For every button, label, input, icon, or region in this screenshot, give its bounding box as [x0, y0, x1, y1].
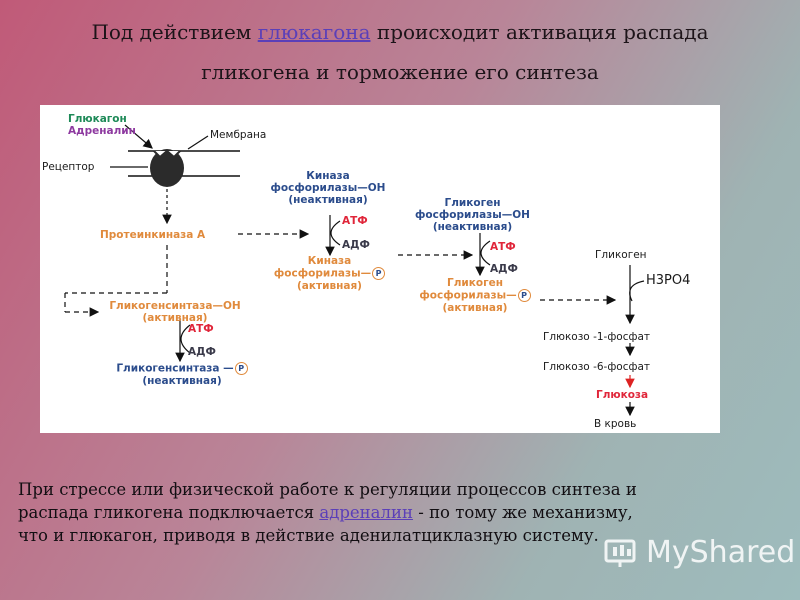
kinase-active: Киназа фосфорилазы—P (активная) — [262, 255, 397, 292]
diagram-arrows — [64, 124, 645, 417]
glycogen-label: Гликоген — [595, 249, 647, 261]
adp-label-3: АДФ — [188, 346, 216, 358]
pka-label: Протеинкиназа А — [100, 229, 206, 241]
membrane-label: Мембрана — [210, 129, 267, 141]
atp-label-3: АТФ — [188, 323, 214, 335]
phosphate-badge-1: P — [372, 267, 386, 280]
g1p-label: Глюкозо -1-фосфат — [543, 331, 651, 343]
myshared-logo-icon — [604, 539, 636, 567]
phosphorylase-active: Гликоген фосфорилазы—P (активная) — [410, 277, 540, 314]
phosphate-badge-3: P — [234, 362, 248, 375]
title-line-1: Под действием глюкагона происходит актив… — [91, 20, 709, 44]
phosphorylase-inactive: Гликоген фосфорилазы—ОН (неактивная) — [415, 197, 530, 233]
synthase-inactive: Гликогенсинтаза —P (неактивная) — [92, 362, 272, 387]
phosphate-badge-2: P — [517, 289, 531, 302]
g6p-label: Глюкозо -6-фосфат — [543, 361, 651, 373]
adrenaline-paragraph: При стрессе или физической работе к регу… — [18, 480, 637, 545]
atp-label-2: АТФ — [490, 241, 516, 253]
receptor-label: Рецептор — [42, 161, 95, 173]
adrenaline-label: Адреналин — [68, 125, 136, 137]
receptor-shape — [150, 149, 184, 187]
title-line-2: гликогена и торможение его синтеза — [201, 60, 599, 84]
glucagon-label: Глюкагон — [68, 113, 127, 125]
adp-label-2: АДФ — [490, 263, 518, 275]
myshared-logo: MyShared — [604, 535, 795, 570]
slide-title: Под действием глюкагона происходит актив… — [20, 12, 780, 92]
adp-label-1: АДФ — [342, 239, 370, 251]
glucose-label: Глюкоза — [596, 389, 649, 401]
adrenaline-link[interactable]: адреналин — [319, 503, 413, 522]
to-blood-label: В кровь — [594, 418, 637, 430]
glycogen-regulation-diagram: Глюкагон Адреналин Мембрана Рецептор Про… — [40, 105, 720, 433]
myshared-logo-text: MyShared — [646, 535, 796, 570]
glucagon-link[interactable]: глюкагона — [257, 20, 371, 44]
h3po4-label: Н3РО4 — [646, 273, 691, 288]
kinase-inactive: Киназа фосфорилазы—ОН (неактивная) — [270, 170, 386, 206]
synthase-active: Гликогенсинтаза—ОН (активная) — [109, 300, 241, 324]
atp-label-1: АТФ — [342, 215, 368, 227]
